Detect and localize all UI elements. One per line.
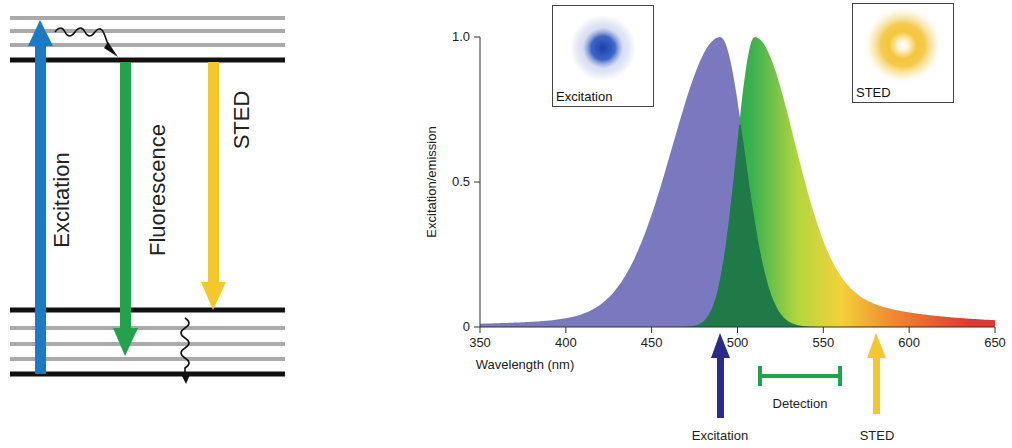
text-label: 0	[463, 320, 470, 334]
vibrational-levels	[10, 18, 285, 359]
text-label: 550	[812, 336, 834, 350]
text-label: 600	[898, 336, 920, 350]
inset-label: STED	[856, 85, 891, 100]
text-label: 500	[727, 336, 749, 350]
text-label: Excitation/emission	[425, 126, 439, 237]
transition-arrows	[28, 20, 226, 384]
text-label: Fluorescence	[146, 124, 170, 256]
text-label: 650	[984, 336, 1006, 350]
text-label: STED	[230, 91, 254, 150]
text-label: STED	[860, 429, 895, 443]
psf-inset: Excitation	[552, 5, 654, 107]
text-label: Excitation	[692, 429, 748, 443]
text-label: Detection	[773, 397, 828, 411]
overlap	[480, 125, 995, 327]
text-label: 450	[641, 336, 663, 350]
text-label: 0.5	[452, 175, 470, 189]
electronic-levels	[10, 60, 285, 374]
markers	[711, 333, 886, 418]
inset-label: Excitation	[556, 89, 612, 104]
text-label: 400	[555, 336, 577, 350]
text-label: 350	[469, 336, 491, 350]
psf-inset: STED	[852, 3, 954, 103]
text-label: Wavelength (nm)	[476, 358, 575, 372]
text-label: Excitation	[50, 152, 74, 247]
text-label: 1.0	[452, 30, 470, 44]
